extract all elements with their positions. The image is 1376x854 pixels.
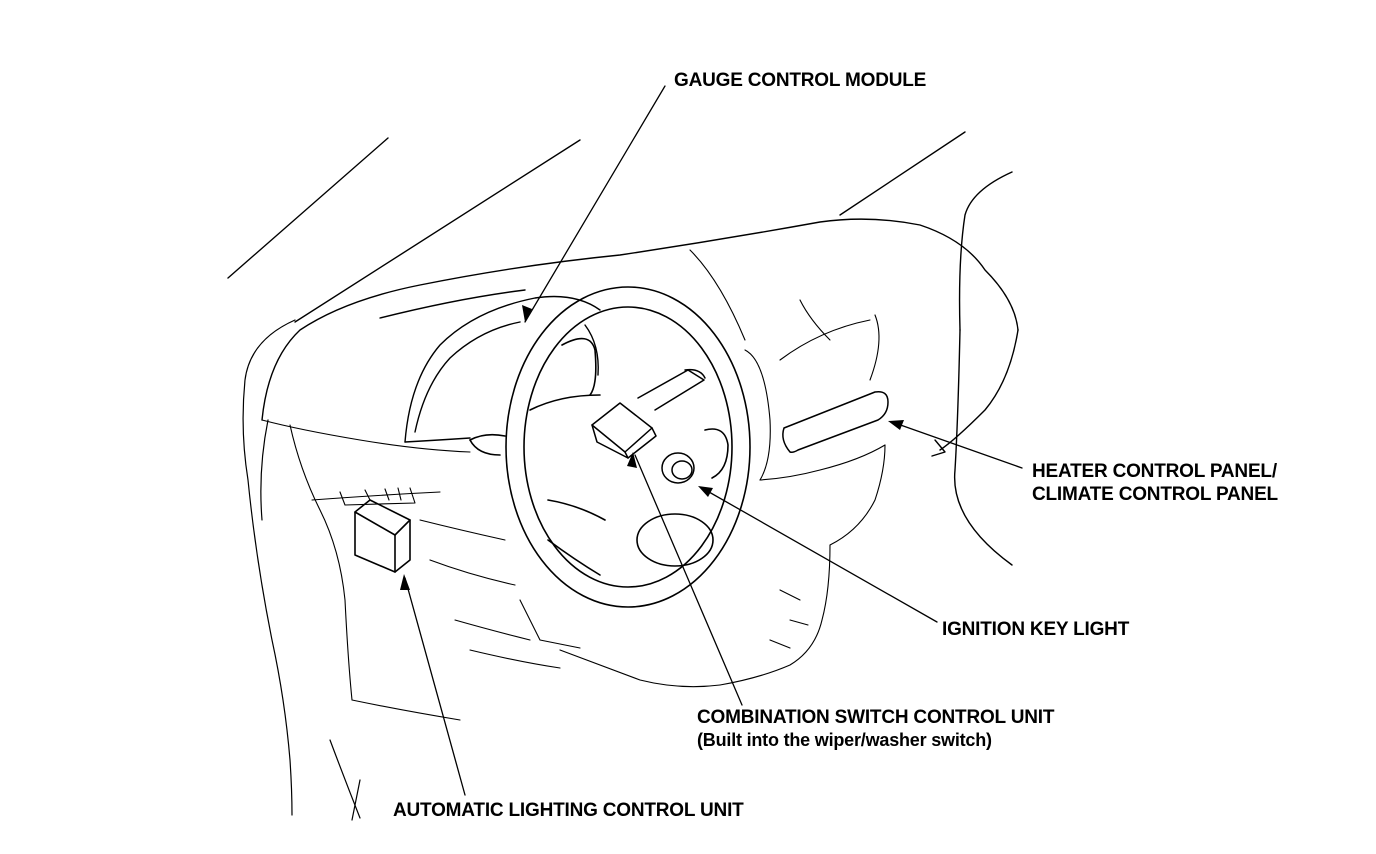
heater-label-line2: CLIMATE CONTROL PANEL	[1032, 484, 1278, 505]
combination-switch	[591, 368, 706, 459]
combination-label-line1: COMBINATION SWITCH CONTROL UNIT	[697, 707, 1055, 728]
leader-lines	[404, 85, 1023, 796]
heater-control-panel	[782, 390, 889, 453]
door-edge	[242, 319, 361, 821]
combination-switch-label: COMBINATION SWITCH CONTROL UNIT (Built i…	[697, 706, 1054, 752]
gauge-cluster	[404, 295, 601, 443]
heater-control-panel-label: HEATER CONTROL PANEL/ CLIMATE CONTROL PA…	[1032, 460, 1278, 506]
lighting-control-box	[354, 499, 411, 573]
center-console	[689, 249, 886, 686]
windshield-lines	[227, 131, 1013, 566]
steering-wheel	[469, 286, 751, 608]
heater-label-line1: HEATER CONTROL PANEL/	[1032, 461, 1277, 482]
ignition-key-light-label: IGNITION KEY LIGHT	[942, 618, 1129, 641]
arrowheads	[400, 305, 904, 590]
gauge-control-module-label: GAUGE CONTROL MODULE	[674, 69, 926, 92]
automatic-label-text: AUTOMATIC LIGHTING CONTROL UNIT	[393, 800, 744, 821]
ignition-label-text: IGNITION KEY LIGHT	[942, 619, 1130, 640]
automatic-lighting-label: AUTOMATIC LIGHTING CONTROL UNIT	[393, 799, 744, 822]
ignition-cylinder	[661, 452, 695, 484]
lower-dash	[261, 419, 721, 721]
dashboard-top	[261, 218, 1019, 457]
gauge-label-text: GAUGE CONTROL MODULE	[674, 70, 927, 91]
combination-label-line2: (Built into the wiper/washer switch)	[697, 730, 992, 750]
